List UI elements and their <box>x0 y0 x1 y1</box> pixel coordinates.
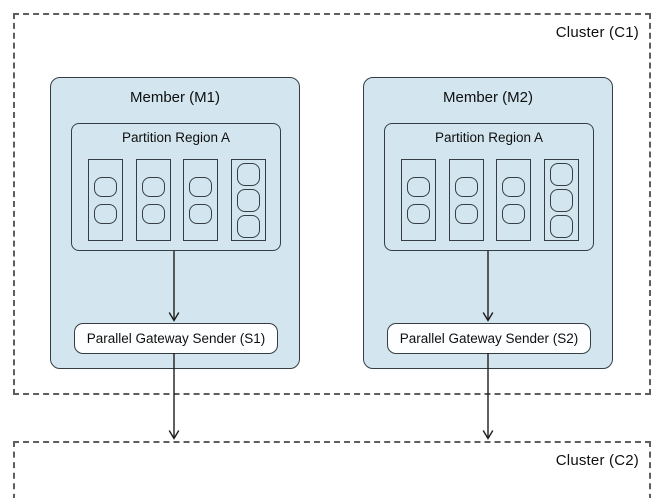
bucket-entry <box>236 188 260 212</box>
cluster-c1-label: Cluster (C1) <box>555 24 639 41</box>
bucket-entry <box>407 176 430 197</box>
partition-region-m1-title: Partition Region A <box>121 130 231 145</box>
bucket-entry <box>502 176 526 197</box>
partition-region-m2-title: Partition Region A <box>434 130 544 145</box>
bucket-entry <box>94 203 117 224</box>
bucket-row <box>88 159 266 241</box>
bucket-column <box>183 159 219 241</box>
member-m2-box: Member (M2) Partition Region A Parallel … <box>363 77 613 369</box>
bucket-column <box>543 159 579 241</box>
bucket-entry <box>189 176 213 197</box>
member-m1-box: Member (M1) Partition Region A Parallel … <box>50 77 300 369</box>
bucket-entry <box>454 203 478 224</box>
bucket-column <box>88 159 123 241</box>
bucket-entry <box>236 214 260 238</box>
bucket-column <box>401 159 436 241</box>
bucket-column <box>135 159 171 241</box>
partition-region-m1: Partition Region A <box>71 123 281 251</box>
bucket-column <box>230 159 266 241</box>
partition-region-m2: Partition Region A <box>384 123 594 251</box>
bucket-entry <box>549 188 573 212</box>
bucket-entry <box>189 203 213 224</box>
bucket-entry <box>549 162 573 186</box>
cluster-c1-box: Cluster (C1) <box>13 13 651 395</box>
gateway-sender-s1: Parallel Gateway Sender (S1) <box>74 323 278 354</box>
bucket-entry <box>407 203 430 224</box>
bucket-row <box>401 159 579 241</box>
bucket-entry <box>94 176 117 197</box>
gateway-sender-s2: Parallel Gateway Sender (S2) <box>387 323 591 354</box>
bucket-entry <box>141 203 165 224</box>
bucket-entry <box>454 176 478 197</box>
cluster-c2-box: Cluster (C2) <box>13 441 651 498</box>
cluster-c2-label: Cluster (C2) <box>555 452 639 469</box>
bucket-entry <box>502 203 526 224</box>
bucket-entry <box>236 162 260 186</box>
bucket-entry <box>141 176 165 197</box>
member-m2-title: Member (M2) <box>442 89 533 106</box>
bucket-entry <box>549 214 573 238</box>
bucket-column <box>496 159 532 241</box>
bucket-column <box>448 159 484 241</box>
member-m1-title: Member (M1) <box>129 89 220 106</box>
